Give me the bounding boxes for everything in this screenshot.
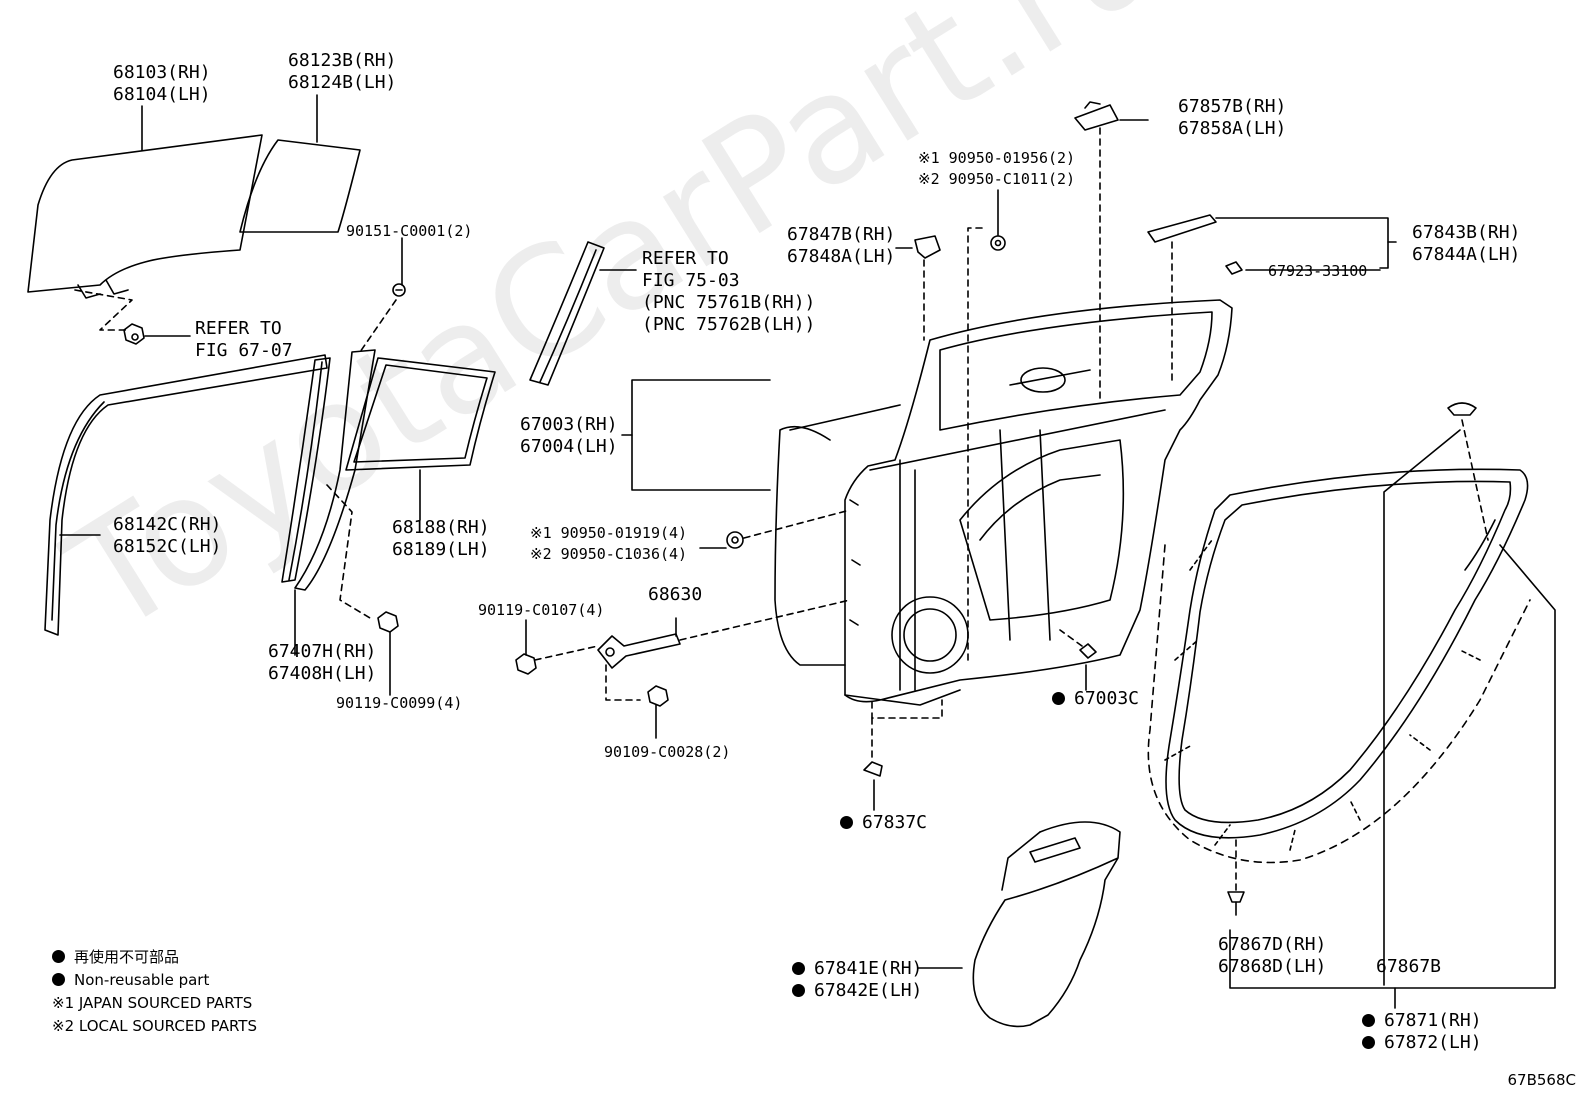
label-67868d: 67868D(LH) (1218, 956, 1327, 977)
label-67847b: 67847B(RH) (787, 224, 896, 245)
label-68142c: 68142C(RH) (113, 514, 222, 535)
label-68188: 68188(RH) (392, 517, 490, 538)
legend-note1: ※1 JAPAN SOURCED PARTS (52, 994, 253, 1012)
label-67004: 67004(LH) (520, 436, 618, 457)
label-68103: 68103(RH) (113, 62, 211, 83)
label-refer-fig67: REFER TO (195, 318, 282, 339)
label-67837c-text: 67837C (862, 812, 928, 833)
label-68104: 68104(LH) (113, 84, 211, 105)
hole-plug-90950-01919 (726, 531, 744, 549)
label-68123b: 68123B(RH) (288, 50, 397, 71)
label-67408h: 67408H(LH) (268, 663, 377, 684)
label-90109: 90109-C0028(2) (604, 743, 731, 761)
non-reusable-dot (52, 950, 65, 963)
label-67841e-text: 67841E(RH) (814, 958, 923, 979)
hole-plug-90950-01956 (990, 235, 1006, 251)
label-67843b: 67843B(RH) (1412, 222, 1521, 243)
non-reusable-dot (52, 973, 65, 986)
clip-67837c (863, 761, 883, 777)
label-67842e-text: 67842E(LH) (814, 980, 923, 1001)
rear-door-panel (774, 299, 1233, 706)
label-refer-fig75: REFER TO (642, 248, 729, 269)
label-90950-c1011: ※2 90950-C1011(2) (918, 170, 1076, 188)
door-weatherstrip (1147, 468, 1531, 864)
non-reusable-dot (1052, 692, 1065, 705)
label-68630: 68630 (648, 584, 703, 605)
label-68189: 68189(LH) (392, 539, 490, 560)
door-check (597, 633, 681, 669)
legend-note2: ※2 LOCAL SOURCED PARTS (52, 1017, 257, 1035)
label-90950-01919: ※1 90950-01919(4) (530, 524, 688, 542)
non-reusable-dot (1362, 1036, 1375, 1049)
label-67872: 67872(LH) (1362, 1032, 1482, 1054)
quarter-window-glass (239, 139, 361, 233)
label-67871-text: 67871(RH) (1384, 1010, 1482, 1031)
label-67872-text: 67872(LH) (1384, 1032, 1482, 1053)
legend: 再使用不可部品 Non-reusable part ※1 JAPAN SOURC… (52, 946, 257, 1038)
hole-plug-67003c (1079, 643, 1097, 659)
legend-jp-text: 再使用不可部品 (74, 948, 180, 966)
legend-jp: 再使用不可部品 (52, 946, 257, 969)
screw-90151 (392, 283, 406, 297)
label-90950-01956: ※1 90950-01956(2) (918, 149, 1076, 167)
bolt-90109 (647, 685, 669, 707)
label-68152c: 68152C(LH) (113, 536, 222, 557)
service-hole-cover (972, 821, 1121, 1028)
clip-67923 (1225, 261, 1243, 275)
bolt-90119-c0107 (515, 653, 537, 675)
rear-door-glass (27, 134, 263, 299)
label-90119-c0107: 90119-C0107(4) (478, 601, 605, 619)
clip-67847b (914, 235, 941, 259)
label-67844a: 67844A(LH) (1412, 244, 1521, 265)
label-67923: 67923-33100 (1268, 262, 1368, 280)
legend-en-text: Non-reusable part (74, 971, 210, 989)
label-67867d: 67867D(RH) (1218, 934, 1327, 955)
figure-code: 67B568C (1507, 1071, 1576, 1089)
door-frame-moulding (529, 241, 605, 386)
label-pnc-75762b: (PNC 75762B(LH)) (642, 314, 816, 335)
glass-run-channel (44, 354, 328, 636)
division-bar (281, 357, 331, 583)
clip-top-67867d (1447, 402, 1477, 416)
non-reusable-dot (792, 962, 805, 975)
handle-reinforcement (1147, 214, 1217, 243)
label-67848a: 67848A(LH) (787, 246, 896, 267)
door-handle-bracket (1074, 101, 1119, 131)
non-reusable-dot (840, 816, 853, 829)
label-67003: 67003(RH) (520, 414, 618, 435)
label-90119-c0099: 90119-C0099(4) (336, 694, 463, 712)
label-67842e: 67842E(LH) (792, 980, 922, 1002)
bolt-90119-c0099 (377, 611, 399, 633)
label-68124b: 68124B(LH) (288, 72, 397, 93)
label-67867b: 67867B (1376, 956, 1442, 977)
label-refer-fig75-num: FIG 75-03 (642, 270, 740, 291)
non-reusable-dot (1362, 1014, 1375, 1027)
label-67871: 67871(RH) (1362, 1010, 1482, 1032)
label-67858a: 67858A(LH) (1178, 118, 1287, 139)
label-67003c-text: 67003C (1074, 688, 1140, 709)
label-90151: 90151-C0001(2) (346, 222, 473, 240)
label-67003c: 67003C (1052, 688, 1139, 710)
label-pnc-75761b: (PNC 75761B(RH)) (642, 292, 816, 313)
clip-bottom-67867d (1227, 891, 1245, 916)
non-reusable-dot (792, 984, 805, 997)
label-67841e: 67841E(RH) (792, 958, 922, 980)
label-90950-c1036: ※2 90950-C1036(4) (530, 545, 688, 563)
label-refer-fig67-num: FIG 67-07 (195, 340, 293, 361)
legend-en: Non-reusable part (52, 969, 257, 992)
label-67837c: 67837C (840, 812, 927, 834)
label-67407h: 67407H(RH) (268, 641, 377, 662)
glass-bolt (123, 323, 145, 345)
label-67857b: 67857B(RH) (1178, 96, 1287, 117)
rear-quarter-weatherstrip (294, 349, 496, 591)
